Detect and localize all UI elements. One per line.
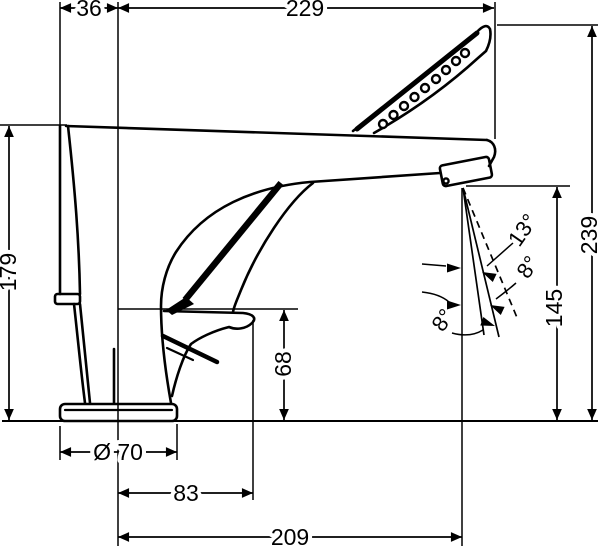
spray-angle-fan: 13° 8° 8°	[421, 187, 544, 338]
aerator-housing	[438, 155, 494, 188]
angle-arrow-1	[447, 263, 461, 273]
hand-shower-back-edge	[354, 30, 480, 132]
dimension-label-70: Ø 70	[93, 439, 143, 465]
angle-label-8-upper: 8°	[511, 251, 544, 283]
spout-underside	[159, 171, 442, 405]
angle-arrow-5	[480, 316, 495, 326]
dimension-label-179: 179	[0, 253, 21, 291]
handle-back-face	[66, 124, 82, 296]
dimension-label-229: 229	[286, 0, 324, 21]
dimension-label-239: 239	[576, 216, 600, 254]
dimension-83: 83	[117, 476, 254, 510]
hand-shower-nozzle-dots	[377, 47, 471, 130]
dimension-label-83: 83	[173, 480, 199, 506]
dimension-179: 179	[0, 125, 25, 420]
leader-3	[421, 291, 450, 303]
spout-top-edge	[64, 124, 489, 142]
hand-shower-outline	[351, 24, 492, 135]
leader-13deg	[486, 242, 514, 267]
spray-line-8	[462, 187, 485, 336]
dimension-209: 209	[117, 520, 462, 547]
spout-nose	[485, 138, 497, 168]
dimension-229: 229	[117, 0, 494, 25]
leader-1	[421, 263, 447, 267]
dimension-68: 68	[266, 310, 300, 420]
faucet-body	[53, 24, 497, 423]
holder-arm	[182, 180, 284, 303]
dimension-145: 145	[537, 186, 571, 420]
spray-line-13	[462, 187, 500, 338]
outlet-aerator	[438, 155, 494, 188]
dimension-70: Ø 70	[60, 435, 178, 469]
underside-inner-curve	[231, 181, 315, 314]
angle-arrow-2	[482, 272, 497, 282]
dimension-label-209: 209	[271, 524, 309, 547]
dimension-36: 36	[60, 0, 118, 25]
handle-ring-notch	[53, 292, 82, 306]
angle-arrow-3	[447, 300, 461, 310]
leader-8deg-upper	[495, 282, 517, 300]
leader-8deg-lower	[451, 329, 484, 336]
base-plate	[58, 402, 179, 423]
angle-label-13: 13°	[503, 209, 543, 251]
handle-stem-back	[78, 302, 92, 405]
dimension-239: 239	[572, 26, 600, 420]
handle-stem-front	[72, 302, 87, 405]
aerator-detail-dot	[442, 177, 450, 185]
dimension-label-36: 36	[76, 0, 102, 21]
dimension-label-68: 68	[270, 351, 296, 377]
angle-arrow-4	[490, 305, 505, 315]
angle-label-8-lower: 8°	[426, 304, 459, 336]
dimension-label-145: 145	[541, 289, 567, 327]
spout-inner-strut-2	[165, 346, 195, 362]
spout-inner-strut	[160, 333, 220, 365]
